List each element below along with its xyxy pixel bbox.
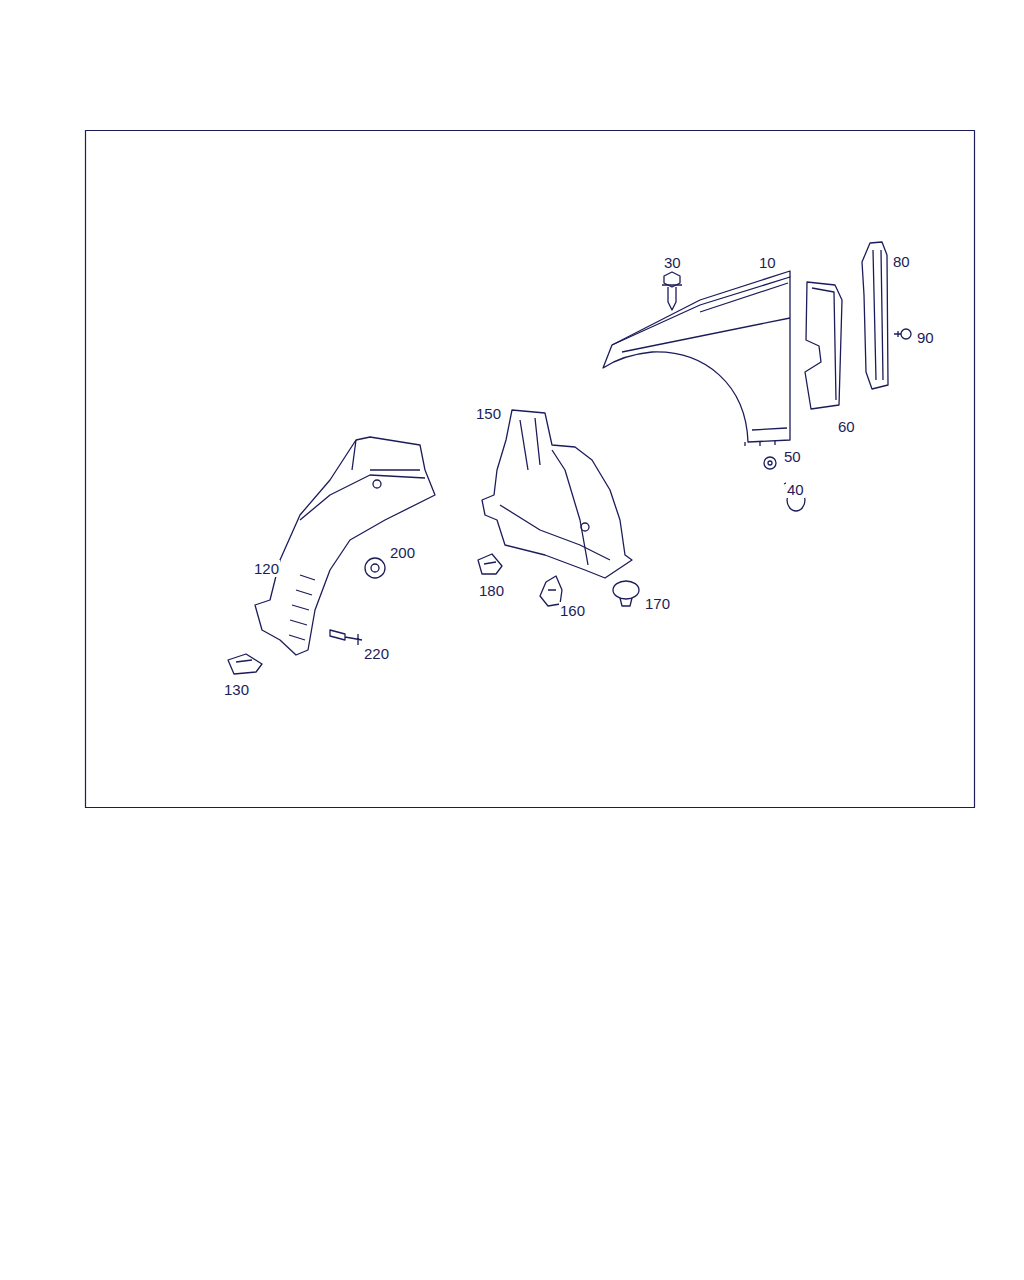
callout-number: 170 [644,595,671,612]
plug-cap [613,581,639,599]
callout-number: 50 [783,448,802,465]
push-rivet [330,630,362,645]
callout-number: 30 [663,254,682,271]
callout-number: 80 [892,253,911,270]
nut-hole [768,461,772,465]
wheel-arch-liner [482,410,632,578]
callout-number: 10 [758,254,777,271]
callout-number: 90 [916,329,935,346]
spring-clip [478,554,502,574]
callout-number: 150 [475,405,502,422]
callout-number: 220 [363,645,390,662]
callout-number: 120 [253,560,280,577]
callout-number: 200 [389,544,416,561]
bolt [662,272,682,310]
wheel-arch-liner [255,437,435,655]
expanding-clip [784,482,805,511]
retaining-nut-hole [371,564,379,572]
insulation-pad-edge [812,288,836,400]
callout-number: 40 [786,481,805,498]
callout-number: 130 [223,681,250,698]
screw [894,329,911,339]
insulation-pad [805,282,842,409]
fender [603,271,790,446]
plug-cap-stem [620,598,632,606]
frame [86,131,975,808]
retaining-nut [365,558,385,578]
callout-number: 60 [837,418,856,435]
spring-clip [228,654,262,674]
callout-number: 180 [478,582,505,599]
callout-number: 160 [559,602,586,619]
support-strip [862,242,888,389]
nut [764,457,776,469]
